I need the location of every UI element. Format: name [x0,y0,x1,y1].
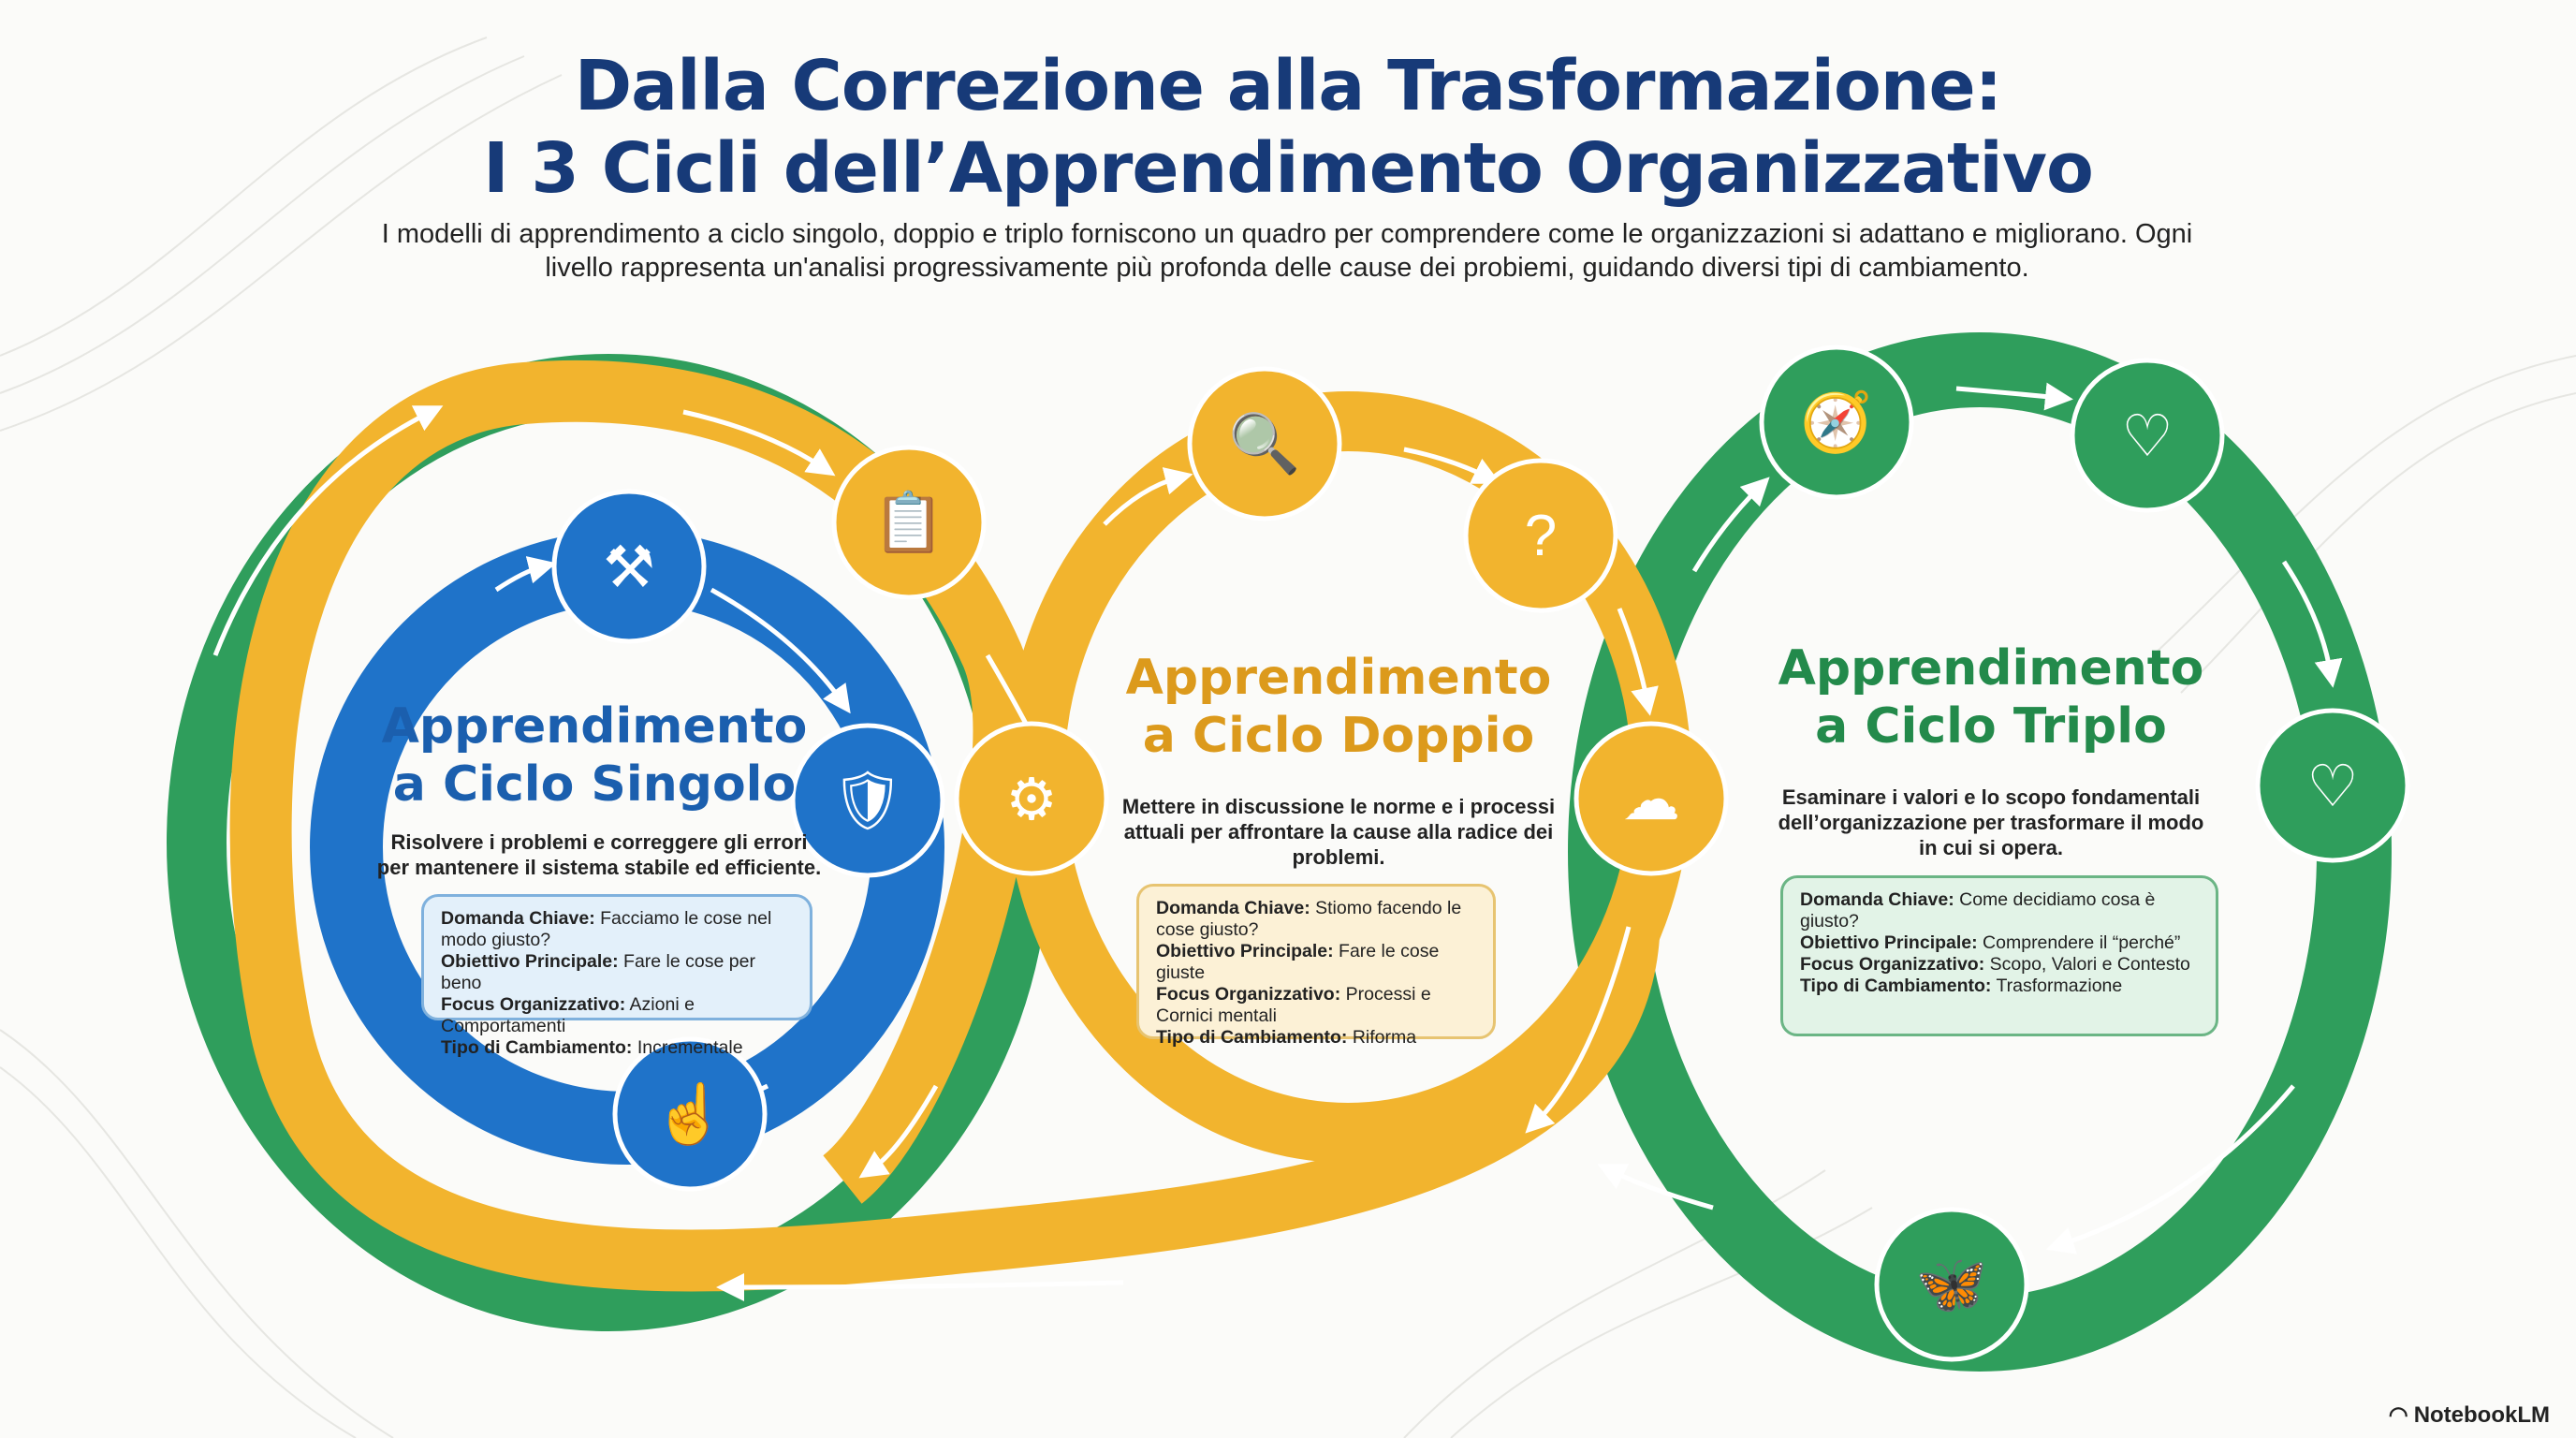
info-row: Obiettivo Principale: Comprendere il “pe… [1800,932,2199,954]
info-value: Scopo, Valori e Contesto [1989,954,2190,975]
info-row: Focus Organizzativo: Azioni e Comportame… [441,994,793,1037]
background-lines [0,37,2576,1438]
info-label: Obiettivo Principale: [1800,932,1978,953]
info-value: Stiomo facendo le cose giusto? [1156,898,1462,940]
info-row: Tipo di Cambiamento: Incrementale [441,1037,793,1059]
info-value: Azioni e Comportamenti [441,994,695,1036]
info-value: Trasformazione [1996,976,2123,996]
title-part: Apprendimento [1778,640,2204,697]
info-row: Domanda Chiave: Stiomo facendo le cose g… [1156,898,1476,941]
info-label: Domanda Chiave: [1800,889,1954,910]
info-label: Tipo di Cambiamento: [441,1037,633,1058]
butterfly-icon: 🦋 [1915,1252,1988,1317]
info-row: Obiettivo Principale: Fare le cose giust… [1156,941,1476,984]
process-hand-icon: ☝ [653,1081,726,1147]
heart-hands-icon: ♡ [2306,754,2359,819]
compass-icon: 🧭 [1800,389,1873,455]
clipboard-shield-icon: 📋 [872,490,945,555]
info-value: Processi e Cornici mentali [1156,984,1431,1026]
info-label: Obiettivo Principale: [1156,941,1334,961]
info-value: Riforma [1352,1027,1417,1048]
info-value: Comprendere il “perché” [1983,932,2181,953]
single-loop-info-box: Domanda Chiave: Facciamo le cose nel mod… [421,894,812,1058]
info-label: Domanda Chiave: [441,908,595,929]
double-loop-info-box: Domanda Chiave: Stiomo facendo le cose g… [1136,884,1496,1048]
double-loop-title: Apprendimento a Ciclo Doppio [1095,649,1582,765]
triple-loop-title: Apprendimento a Ciclo Triplo [1748,639,2234,756]
info-row: Focus Organizzativo: Scopo, Valori e Con… [1800,954,2199,976]
title-part: Apprendimento [381,698,808,755]
info-value: Fare le cose giuste [1156,941,1440,983]
info-value: Incrementale [637,1037,743,1058]
info-label: Focus Organizzativo: [1800,954,1985,975]
info-row: Obiettivo Principale: Fare le cose per b… [441,951,793,994]
thought-process-icon: ☁ [1622,767,1680,832]
head-question-icon: ? [1524,503,1558,568]
document-search-icon: 🔍 [1228,411,1301,477]
triple-loop-info-box: Domanda Chiave: Come decidiamo cosa è gi… [1780,875,2218,1036]
info-row: Domanda Chiave: Come decidiamo cosa è gi… [1800,889,2199,932]
info-row: Tipo di Cambiamento: Riforma [1156,1027,1476,1049]
info-label: Focus Organizzativo: [441,994,626,1015]
info-label: Obiettivo Principale: [441,951,619,972]
title-part: a Ciclo Triplo [1815,698,2167,755]
single-loop-desc: Risolvere i problemi e correggere gli er… [376,830,822,879]
notebooklm-logo: ◠ NotebookLM [2389,1401,2550,1429]
title-part: Apprendimento [1125,650,1552,706]
title-part: a Ciclo Doppio [1142,708,1535,764]
title-line-2: I 3 Cicli dell’Apprendimento Organizzati… [483,128,2094,209]
subtitle: I modelli di apprendimento a ciclo singo… [381,219,2193,283]
double-loop-desc: Mettere in discussione le norme e i proc… [1121,795,1556,869]
title-part: a Ciclo Singolo [392,756,797,813]
info-value: Facciamo le cose nel modo giusto? [441,908,772,950]
info-label: Tipo di Cambiamento: [1156,1027,1348,1048]
shield-check-icon: 🛡 [830,768,905,833]
info-value: Come decidiamo cosa è giusto? [1800,889,2156,932]
title-line-1: Dalla Correzione alla Trasformazione: [574,46,2003,126]
info-row: Tipo di Cambiamento: Trasformazione [1800,976,2199,997]
triple-loop-desc: Esaminare i valori e lo scopo fondamenta… [1778,785,2204,859]
single-loop-title: Apprendimento a Ciclo Singolo [351,697,838,814]
page-title: Dalla Correzione alla Trasformazione: I … [0,45,2576,210]
info-label: Focus Organizzativo: [1156,984,1341,1005]
info-label: Domanda Chiave: [1156,898,1310,918]
heart-hands-icon: ♡ [2121,404,2174,469]
notebooklm-icon: ◠ [2388,1402,2408,1428]
info-row: Domanda Chiave: Facciamo le cose nel mod… [441,908,793,951]
tools-icon: ⚒ [603,535,655,600]
info-row: Focus Organizzativo: Processi e Cornici … [1156,984,1476,1027]
brand-name: NotebookLM [2413,1401,2550,1428]
gear-check-icon: ⚙ [1005,767,1058,832]
info-value: Fare le cose per beno [441,951,755,993]
info-label: Tipo di Cambiamento: [1800,976,1992,996]
icon-discs [551,345,2410,1362]
